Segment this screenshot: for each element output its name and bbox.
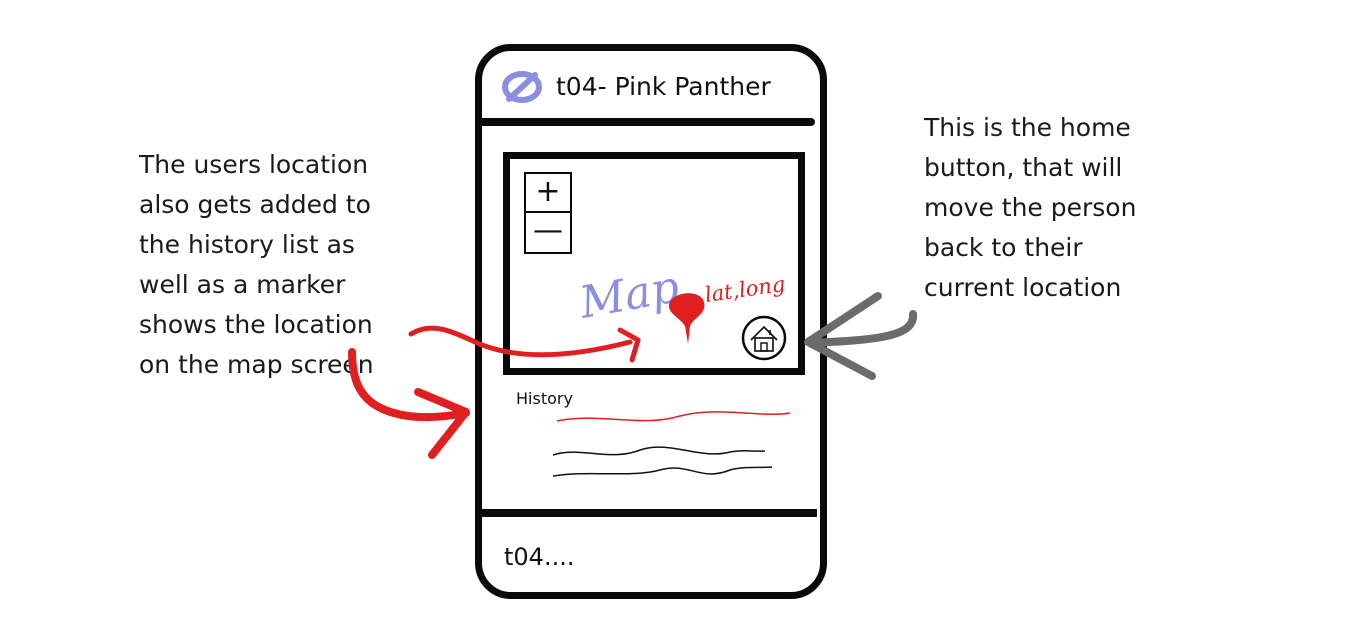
footer-text: t04.... [504, 543, 575, 571]
zoom-in-button[interactable]: + [526, 174, 570, 213]
right-annotation-line: This is the home [924, 113, 1131, 142]
header-divider [477, 118, 815, 126]
house-icon [750, 325, 778, 352]
left-annotation-line: also gets added to [139, 190, 371, 219]
map-view[interactable] [503, 152, 805, 375]
app-title: t04- Pink Panther [556, 72, 771, 101]
home-button[interactable] [738, 315, 790, 361]
right-annotation-line: current location [924, 273, 1122, 302]
footer-divider [477, 509, 817, 517]
left-annotation: The users location also gets added to th… [139, 145, 399, 385]
left-annotation-line: shows the location [139, 310, 373, 339]
left-annotation-line: the history list as [139, 230, 355, 259]
left-annotation-line: on the map screen [139, 350, 374, 379]
right-annotation-line: back to their [924, 233, 1083, 262]
right-annotation-line: button, that will [924, 153, 1123, 182]
zoom-control: + — [524, 172, 572, 254]
left-annotation-line: well as a marker [139, 270, 346, 299]
eye-slash-icon [502, 71, 542, 103]
zoom-out-button[interactable]: — [533, 213, 563, 248]
right-annotation-line: move the person [924, 193, 1137, 222]
left-annotation-line: The users location [139, 150, 369, 179]
right-annotation: This is the home button, that will move … [924, 108, 1164, 308]
history-heading: History [516, 389, 573, 408]
